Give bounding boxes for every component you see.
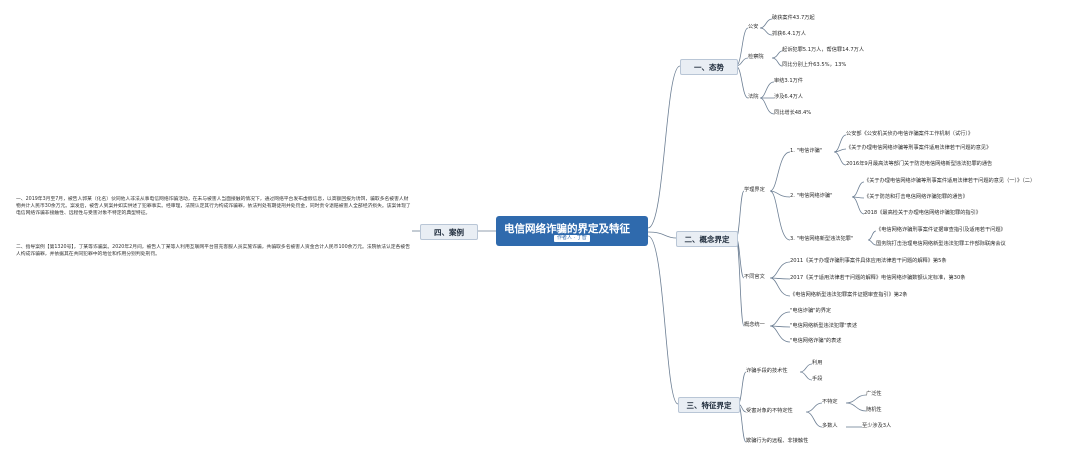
node-chulu[interactable]: 概念统一 — [744, 322, 765, 328]
node-jiancha-2[interactable]: 同比分别上升63.5%，13% — [782, 62, 847, 68]
root-title: 电信网络诈骗的界定及特征 — [504, 223, 630, 235]
node-u1[interactable]: "电信诈骗"的界定 — [790, 308, 832, 314]
node-c2-c[interactable]: 2018《最高检关于办理电信网络诈骗犯罪的指引》 — [864, 210, 981, 216]
node-gongan[interactable]: 公安 — [748, 24, 759, 30]
node-f1[interactable]: 诈骗手段的技术性 — [746, 368, 788, 374]
link-root-trend — [647, 65, 681, 229]
node-f2-b1[interactable]: 至少涉及3人 — [862, 423, 892, 429]
link-c2 — [851, 181, 865, 215]
link-butong — [769, 261, 791, 297]
link-chulu — [769, 311, 791, 343]
node-f2-a1[interactable]: 广泛性 — [866, 391, 882, 397]
node-fayuan-2[interactable]: 涉及6.4万人 — [774, 94, 803, 100]
branch-case[interactable]: 四、案例 — [420, 224, 478, 240]
link-f1 — [799, 363, 813, 381]
node-f2-b[interactable]: 多数人 — [822, 423, 838, 429]
node-jiancha[interactable]: 检察院 — [748, 54, 764, 60]
branch-trend[interactable]: 一、态势 — [680, 59, 738, 75]
node-fayuan[interactable]: 法院 — [748, 94, 759, 100]
node-f3[interactable]: 欺骗行为的远程、非接触性 — [746, 438, 809, 444]
link-c3 — [867, 230, 877, 246]
link-concept-subs — [735, 190, 745, 327]
node-c1-a[interactable]: 公安部《公安机关侦办电信诈骗案件工作机制（试行）》 — [846, 131, 974, 137]
root-author: 作者人 · 丁智 — [554, 235, 590, 242]
node-butong[interactable]: 不同官文 — [744, 274, 765, 280]
node-gongan-2[interactable]: 抓获6.4.1万人 — [772, 31, 806, 37]
node-u2[interactable]: "电信网络新型违法犯罪"表述 — [790, 323, 858, 329]
node-b3[interactable]: 《电信网络新型违法犯罪案件证据审查指引》第2条 — [790, 292, 908, 298]
node-fayuan-1[interactable]: 审结3.1万件 — [774, 78, 803, 84]
link-f2a — [845, 394, 867, 412]
node-f2[interactable]: 受害对象的不特定性 — [746, 408, 793, 414]
node-f2-a[interactable]: 不特定 — [822, 399, 838, 405]
node-xueli[interactable]: 学理界定 — [744, 187, 765, 193]
link-fayuan — [759, 81, 775, 115]
link-c1 — [833, 134, 847, 166]
node-f1-b[interactable]: 手段 — [812, 376, 823, 382]
link-root-feature — [647, 235, 679, 405]
case-paragraph-1[interactable]: 一、2019年3月至7月，被告人郭某（化名）伙同他人非法从事电信网络诈骗活动，在… — [16, 197, 411, 217]
node-c1-b[interactable]: 《关于办理电信网络诈骗等刑事案件适用法律若干问题的意见》 — [846, 145, 992, 151]
link-xueli — [769, 151, 791, 241]
branch-concept[interactable]: 二、概念界定 — [676, 231, 738, 247]
node-c2-a[interactable]: 《关于办理电信网络诈骗等刑事案件适用法律若干问题的意见（一）》（二） — [864, 178, 1036, 184]
node-c3[interactable]: 3. "电信网络新型违法犯罪" — [790, 236, 854, 242]
link-gongan — [759, 18, 773, 36]
link-root-concept — [647, 231, 677, 239]
link-jiancha — [771, 50, 783, 67]
node-f1-a[interactable]: 利用 — [812, 360, 823, 366]
node-c1[interactable]: 1. "电信诈骗" — [790, 148, 823, 154]
node-c3-a[interactable]: 《电信网络诈骗刑事案件证据审查指引及适用若干问题》 — [876, 227, 1006, 233]
node-b2[interactable]: 2017《关于适用法律若干问题的解释》电信网络诈骗数额认定标准，第30条 — [790, 275, 966, 281]
branch-feature[interactable]: 三、特征界定 — [678, 397, 740, 413]
node-u3[interactable]: "电信网络诈骗"的表述 — [790, 338, 842, 344]
node-c2[interactable]: 2. "电信网络诈骗" — [790, 193, 833, 199]
root-node[interactable]: 电信网络诈骗的界定及特征 作者人 · 丁智 — [496, 216, 648, 246]
node-jiancha-1[interactable]: 起诉犯罪5.1万人，帮信罪14.7万人 — [782, 47, 865, 53]
node-c2-b[interactable]: 《关于防范和打击电信网络诈骗犯罪的通告》 — [864, 194, 968, 200]
node-f2-a2[interactable]: 随机性 — [866, 407, 882, 413]
case-paragraph-2[interactable]: 二、指导案例【第1320号】，丁某等诈骗案。2020年2月间，被告人丁某等人利用… — [16, 245, 410, 258]
node-c3-b[interactable]: 国务院打击治理电信网络新型违法犯罪工作部际联席会议 — [876, 241, 1006, 247]
node-gongan-1[interactable]: 破获案件43.7万起 — [772, 15, 815, 21]
node-b1[interactable]: 2011《关于办理诈骗刑事案件具体应用法律若干问题的解释》第5条 — [790, 258, 947, 264]
link-f2 — [805, 402, 823, 428]
node-fayuan-3[interactable]: 同比增长48.4% — [774, 110, 812, 116]
node-c1-c[interactable]: 2016年9月最高法等部门关于防范电信网络新型违法犯罪的通告 — [846, 161, 993, 167]
